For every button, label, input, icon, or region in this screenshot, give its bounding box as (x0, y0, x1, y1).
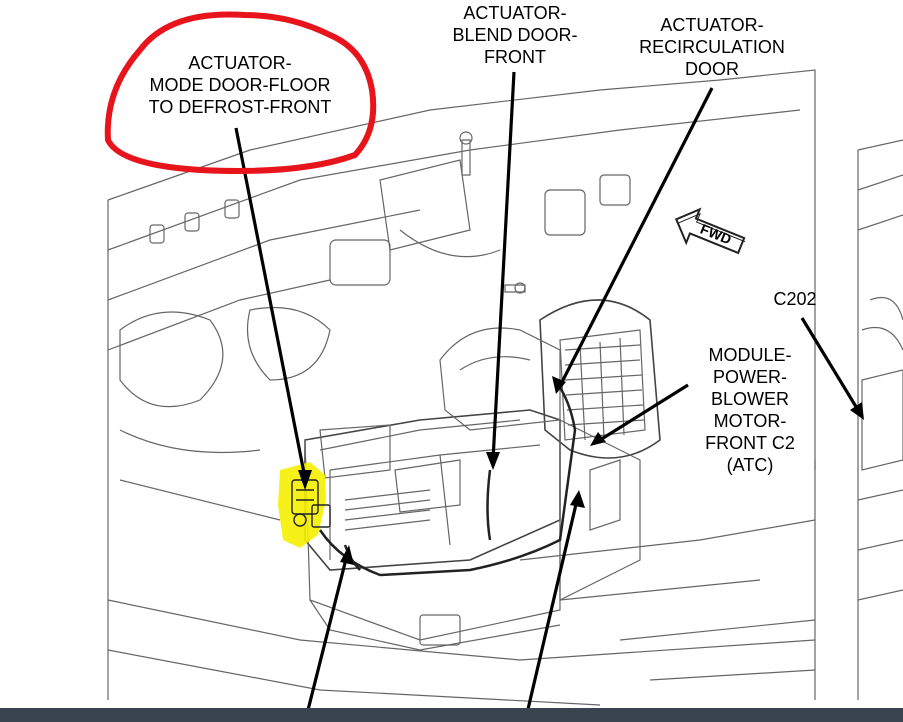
leader-lines (234, 71, 860, 722)
fwd-arrow-icon (674, 207, 746, 255)
bottom-bar (0, 708, 903, 722)
label-blend-door-actuator: ACTUATOR- BLEND DOOR- FRONT (452, 3, 578, 67)
leader-blend-door (491, 71, 516, 461)
leader-lower-left (303, 554, 349, 722)
label-recirc-door-actuator: ACTUATOR- RECIRCULATION DOOR (639, 15, 785, 79)
label-mode-door-actuator: ACTUATOR- MODE DOOR-FLOOR TO DEFROST-FRO… (148, 53, 332, 117)
wire-harness (318, 379, 577, 577)
leader-recirc-door (560, 87, 714, 383)
leader-c202 (800, 317, 860, 411)
line-art (107, 69, 903, 706)
label-blower-module: MODULE- POWER- BLOWER MOTOR- FRONT C2 (A… (705, 345, 795, 475)
leader-arrowheads (298, 376, 864, 565)
label-c202: C202 (773, 289, 817, 309)
leader-lower-right (523, 499, 579, 722)
leader-blower-module (599, 383, 689, 442)
leader-mode-door (234, 127, 307, 479)
annotation-circle (104, 11, 377, 174)
